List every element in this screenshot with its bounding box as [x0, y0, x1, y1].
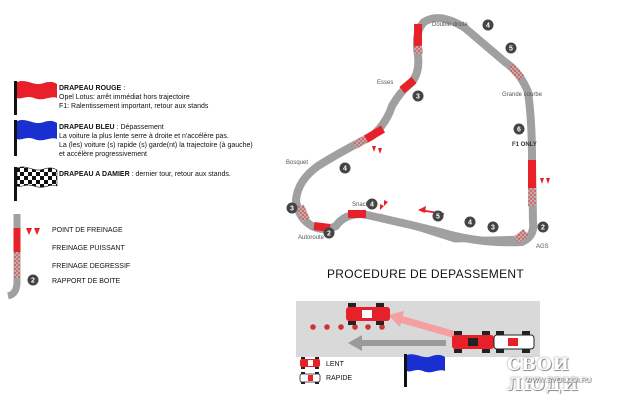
- red-flag-title: DRAPEAU ROUGE: [59, 85, 122, 92]
- svg-text:6: 6: [517, 127, 521, 134]
- key-braking-point: POINT DE FREINAGE: [52, 227, 123, 234]
- car-slow-top-icon: [346, 303, 390, 325]
- track-outline: [292, 14, 538, 247]
- overtake-diagram: [296, 301, 540, 357]
- slow-label: LENT: [326, 361, 344, 368]
- car-fast-icon: [452, 331, 494, 353]
- label-double-droite: Double droite: [432, 22, 468, 28]
- svg-text:3: 3: [416, 94, 420, 101]
- svg-text:4: 4: [370, 202, 374, 209]
- svg-text:5: 5: [509, 46, 513, 53]
- svg-text:3: 3: [290, 206, 294, 213]
- blue-flag-icon: [14, 119, 57, 156]
- watermark-site: WWW.SVOILUDI.RU: [525, 377, 592, 384]
- blue-flag-line-2: La voiture la plus lente serre à droite …: [59, 133, 229, 140]
- track-key-graphic: 2: [6, 214, 40, 300]
- red-flag-line-2: F1: Ralentissement important, retour aux…: [59, 103, 209, 110]
- svg-text:2: 2: [327, 231, 331, 238]
- blue-flag-line-4: et accélère progressivement: [59, 151, 147, 158]
- red-flag-description: DRAPEAU ROUGE : Opel Lotus: arrêt immédi…: [59, 85, 209, 110]
- svg-text:2: 2: [31, 278, 35, 285]
- label-grande-courbe: Grande courbe: [502, 92, 543, 98]
- car-slow-icon: [493, 331, 535, 353]
- key-degressive-braking: FREINAGE DEGRESSIF: [52, 263, 131, 270]
- fast-label: RAPIDE: [326, 375, 353, 382]
- svg-text:4: 4: [486, 23, 490, 30]
- blue-flag-small-icon: [404, 354, 445, 387]
- watermark-brand: СВОИ ЛЮДИ: [507, 355, 580, 395]
- label-autoroute: Autoroute: [298, 235, 325, 241]
- key-gear: RAPPORT DE BOITE: [52, 278, 121, 285]
- label-f1-only: F1 ONLY: [512, 142, 537, 148]
- svg-text:3: 3: [491, 225, 495, 232]
- checkered-flag-description: DRAPEAU A DAMIER : dernier tour, retour …: [59, 171, 231, 178]
- red-flag-line-1: Opel Lotus: arrêt immédiat hors trajecto…: [59, 94, 190, 101]
- label-snack: Snack: [352, 202, 370, 208]
- svg-text:5: 5: [436, 214, 440, 221]
- checkered-flag-line-1: dernier tour, retour aux stands.: [135, 171, 231, 178]
- label-bosquet: Bosquet: [286, 160, 308, 166]
- blue-flag-line-3: La (les) voiture (s) rapide (s) garde(nt…: [59, 142, 253, 149]
- blue-flag-description: DRAPEAU BLEU : Dépassement La voiture la…: [59, 124, 253, 158]
- fast-car-key-icon: [299, 372, 321, 384]
- blue-flag-line-1: Dépassement: [120, 124, 164, 131]
- label-ags: AGS: [536, 244, 549, 250]
- svg-text:4: 4: [343, 166, 347, 173]
- gear-markers: 4 5 3 6 4 3 4 5 4 3 2 2: [286, 19, 549, 239]
- checkered-flag-icon: [14, 166, 58, 201]
- label-esses: Esses: [377, 80, 393, 86]
- svg-text:2: 2: [541, 225, 545, 232]
- overtake-title: PROCEDURE DE DEPASSEMENT: [327, 267, 525, 281]
- svg-text:4: 4: [468, 220, 472, 227]
- blue-flag-title: DRAPEAU BLEU: [59, 124, 115, 131]
- key-hard-braking: FREINAGE PUISSANT: [52, 245, 125, 252]
- slow-car-key-icon: [300, 357, 320, 369]
- checkered-flag-title: DRAPEAU A DAMIER: [59, 171, 130, 178]
- red-flag-icon: [14, 80, 57, 115]
